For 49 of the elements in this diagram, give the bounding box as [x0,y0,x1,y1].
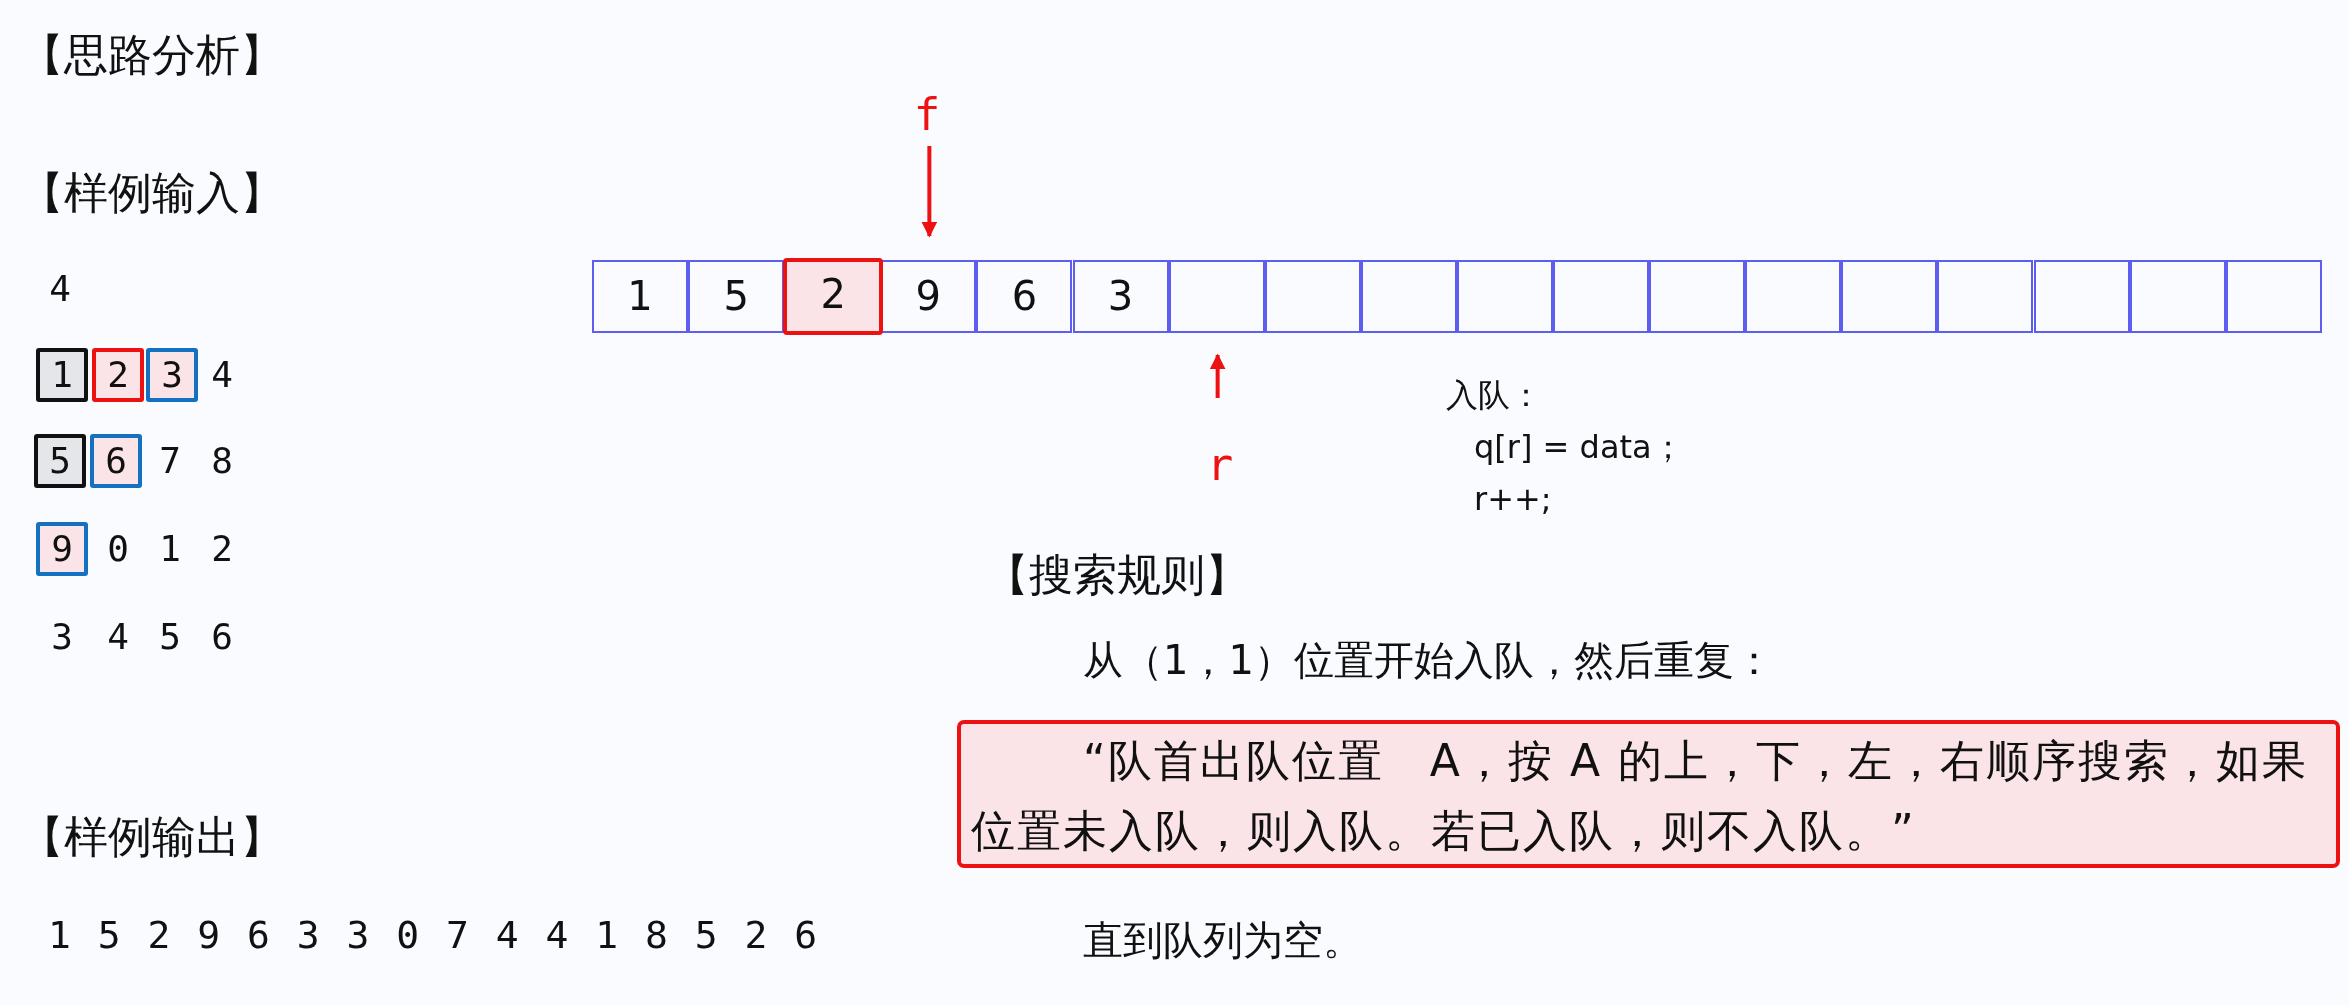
arrow [1209,353,1226,398]
grid-number: 8 [210,439,234,483]
queue-cell [1456,260,1553,333]
section-heading: 【样例输出】 [20,810,284,864]
queue-cell [2225,260,2322,333]
output-sequence: 1 5 2 9 6 3 3 0 7 4 4 1 8 5 2 6 [48,912,820,959]
queue-cell: 3 [1072,260,1169,333]
arrow [921,146,938,238]
grid-number: 3 [50,615,74,659]
pointer-label: r [1200,438,1240,492]
queue-cell [1649,260,1746,333]
visited-cell: 5 [34,434,86,488]
queue-cell [1841,260,1938,333]
grid-number: 0 [106,527,130,571]
queue-cell [1553,260,1650,333]
queue-cell: 6 [976,260,1073,333]
queue-cell [2129,260,2226,333]
queued-cell: 9 [36,522,88,576]
queue-cell [1168,260,1265,333]
queue-cell [1360,260,1457,333]
grid-number: 5 [158,615,182,659]
section-heading: 【样例输入】 [20,166,284,220]
section-heading: 【思路分析】 [20,28,284,82]
queue-cell [1937,260,2034,333]
queue-cell: 2 [783,258,884,335]
grid-number: 2 [210,527,234,571]
section-heading: 【搜索规则】 [985,548,1249,602]
queue-cell [2033,260,2130,333]
pointer-label: f [907,88,947,142]
grid-number: 7 [158,439,182,483]
current-cell: 2 [92,348,144,402]
queue-cell: 9 [880,260,977,333]
rule-note-box: “队首出队位置 A，按 A 的上，下，左，右顺序搜索，如果位置未入队，则入队。若已入队，则不入队。” [957,720,2340,868]
rule-text: 从（1，1）位置开始入队，然后重复： [1083,636,1774,685]
input-number: 4 [48,267,72,311]
queued-cell: 3 [146,348,198,402]
grid-number: 4 [106,615,130,659]
grid-number: 1 [158,527,182,571]
rule-text: 直到队列为空。 [1083,916,1363,965]
code-line: 入队： [1446,375,1542,416]
grid-number: 6 [210,615,234,659]
queue-cell: 1 [592,260,689,333]
queue-cell [1745,260,1842,333]
visited-cell: 1 [36,348,88,402]
queue-cell [1264,260,1361,333]
queued-cell: 6 [90,434,142,488]
code-line: q[r] = data； [1474,427,1684,468]
code-line: r++; [1474,479,1552,520]
grid-number: 4 [210,353,234,397]
